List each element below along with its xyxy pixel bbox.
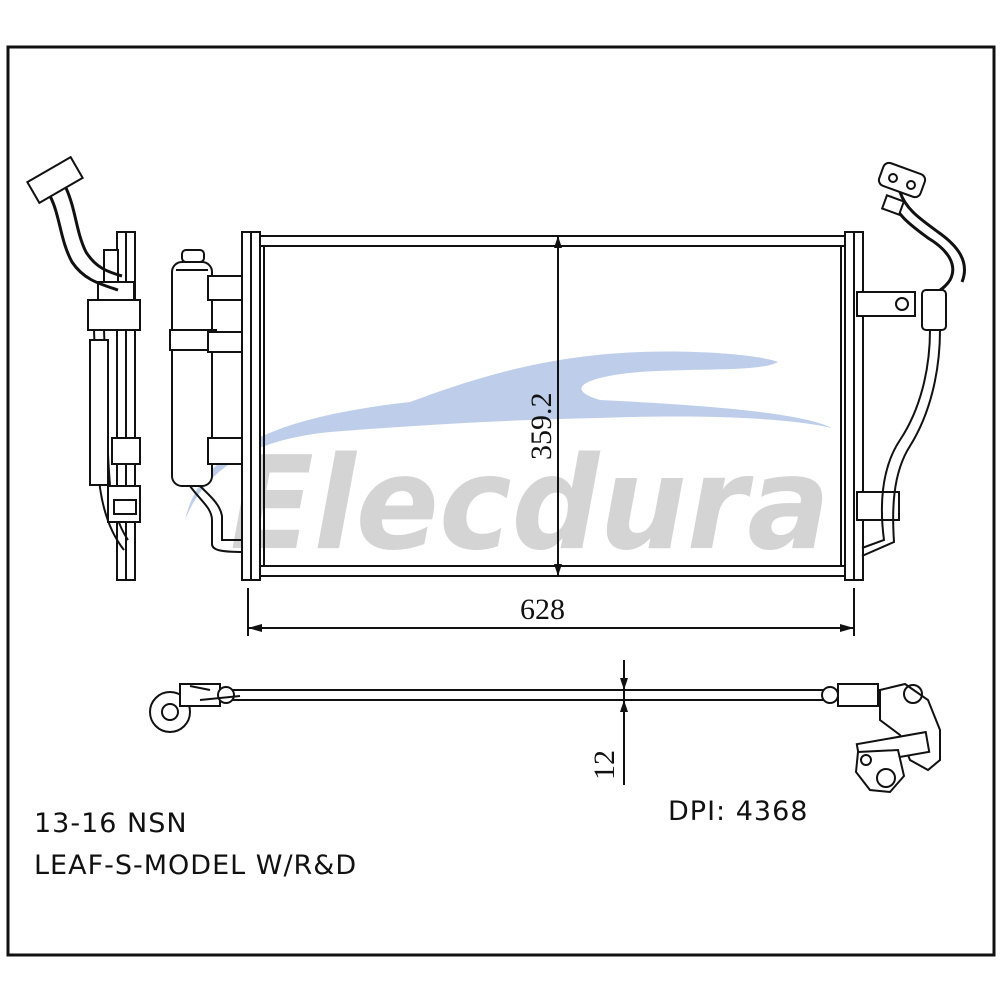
vehicle-model: LEAF-S-MODEL W/R&D xyxy=(34,850,357,881)
vehicle-years-make: 13-16 NSN xyxy=(34,808,188,839)
side-view-left xyxy=(25,155,141,581)
height-dimension-label: 359.2 xyxy=(525,393,558,461)
width-dimension-label: 628 xyxy=(520,593,565,626)
condenser-core xyxy=(241,231,864,581)
brand-watermark: Elecdura xyxy=(185,351,832,579)
top-view xyxy=(149,660,941,794)
thickness-dimension-label: 12 xyxy=(588,750,621,780)
side-fittings-right xyxy=(856,161,966,557)
watermark-brand-text: Elecdura xyxy=(230,430,830,579)
width-dimension xyxy=(247,588,855,636)
drawing-border xyxy=(6,45,996,957)
watermark-swoosh xyxy=(185,351,832,520)
dpi-part-number: DPI: 4368 xyxy=(668,796,808,827)
